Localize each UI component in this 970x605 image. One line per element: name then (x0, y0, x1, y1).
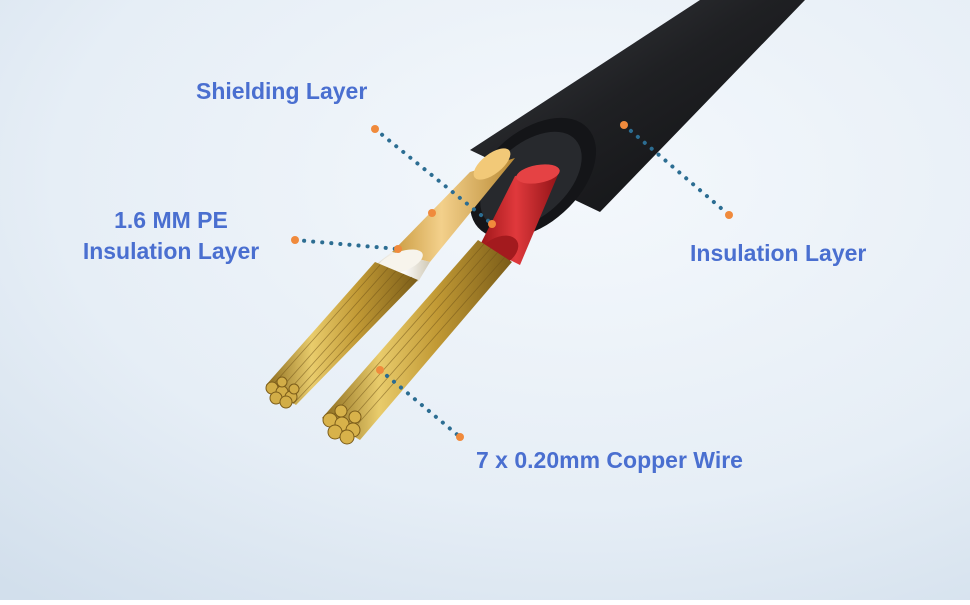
label-pe-line1: 1.6 MM PE (114, 207, 228, 233)
label-pe-line2: Insulation Layer (82, 238, 260, 264)
label-insulation-layer: Insulation Layer (690, 240, 867, 266)
label-shielding-layer: Shielding Layer (196, 78, 368, 104)
endpoint-dots (291, 121, 733, 441)
red-core (322, 164, 560, 445)
shielded-core (265, 148, 515, 409)
leader-lines (293, 123, 731, 439)
label-pe-insulation-layer: 1.6 MM PE Insulation Layer (58, 205, 284, 267)
leader-copper (378, 368, 462, 439)
label-copper-wire: 7 x 0.20mm Copper Wire (476, 447, 743, 473)
leader-shielding (373, 127, 494, 226)
leader-pe (293, 238, 400, 251)
